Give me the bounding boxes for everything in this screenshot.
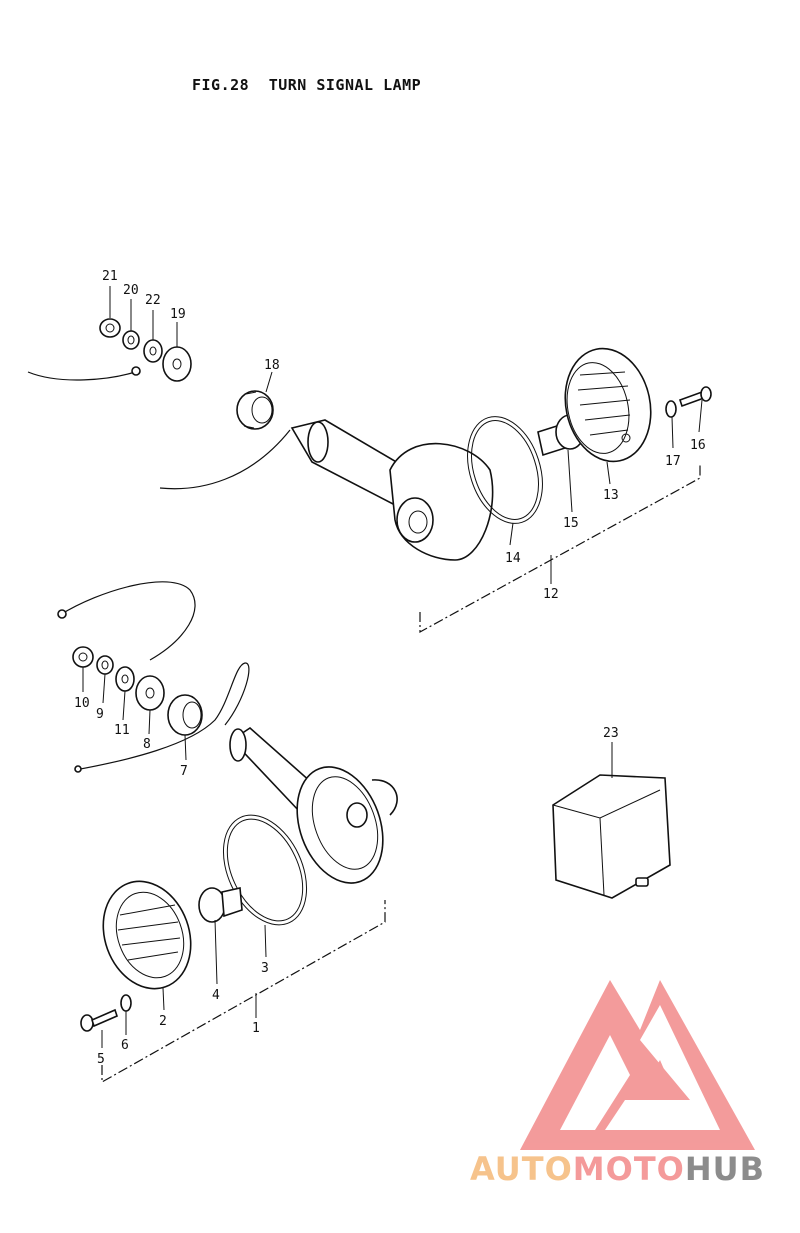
lower-lamp-housing — [229, 726, 398, 884]
figure-name: TURN SIGNAL LAMP — [268, 76, 422, 94]
callout-2: 2 — [159, 1014, 167, 1029]
leader-lines — [82, 286, 703, 1048]
callout-8: 8 — [143, 737, 151, 752]
lower-assembly-bracket — [101, 900, 386, 1084]
callout-3: 3 — [261, 961, 269, 976]
callout-19: 19 — [170, 307, 186, 322]
part-8-washer — [135, 675, 165, 711]
part-19-washer — [162, 346, 192, 382]
callout-12: 12 — [543, 587, 559, 602]
watermark-moto: MOTO — [572, 1150, 685, 1188]
callout-13: 13 — [603, 488, 619, 503]
part-14-gasket — [467, 416, 543, 524]
wire-terminal — [131, 366, 141, 376]
lower-ground-wire — [59, 581, 196, 661]
part-3-gasket — [222, 814, 308, 926]
callout-1: 1 — [252, 1021, 260, 1036]
part-15-bulb — [537, 414, 585, 457]
callout-21: 21 — [102, 269, 118, 284]
watermark-logo-icon — [520, 980, 755, 1150]
callout-6: 6 — [121, 1038, 129, 1053]
callout-18: 18 — [264, 358, 280, 373]
part-23-relay — [552, 774, 671, 899]
part-6-washer — [120, 994, 132, 1012]
callout-15: 15 — [563, 516, 579, 531]
part-17-washer — [665, 400, 677, 418]
part-13-lens — [564, 347, 652, 463]
upper-lamp-wire — [159, 429, 291, 490]
figure-number: FIG.28 — [192, 76, 250, 94]
watermark-text: AUTOMOTOHUB — [470, 1150, 765, 1188]
part-11-washer — [115, 666, 135, 692]
upper-ground-wire — [27, 371, 136, 381]
callout-16: 16 — [690, 438, 706, 453]
part-16-screw — [678, 386, 712, 408]
callout-23: 23 — [603, 726, 619, 741]
part-2-lens — [102, 880, 192, 990]
callout-17: 17 — [665, 454, 681, 469]
wire-terminal-lower — [57, 609, 67, 619]
callout-20: 20 — [123, 283, 139, 298]
callout-5: 5 — [97, 1052, 105, 1067]
lower-lamp-wire — [74, 662, 250, 771]
part-20-lock-washer — [122, 330, 140, 350]
upper-lamp-housing — [290, 419, 494, 561]
callout-11: 11 — [114, 723, 130, 738]
watermark-auto: AUTO — [470, 1150, 573, 1188]
figure-title: FIG.28 TURN SIGNAL LAMP — [192, 76, 431, 94]
callout-4: 4 — [212, 988, 220, 1003]
callout-10: 10 — [74, 696, 90, 711]
part-22-washer — [143, 339, 163, 363]
callout-22: 22 — [145, 293, 161, 308]
lower-lamp-assembly — [57, 581, 398, 1084]
callout-7: 7 — [180, 764, 188, 779]
watermark-hub: HUB — [684, 1150, 766, 1188]
part-21-nut — [99, 318, 121, 338]
wire-end — [74, 765, 82, 773]
part-4-bulb — [198, 887, 243, 923]
part-5-screw — [80, 1008, 118, 1032]
callout-9: 9 — [96, 707, 104, 722]
part-18-grommet — [236, 390, 274, 430]
upper-assembly-bracket — [419, 463, 701, 634]
callout-14: 14 — [505, 551, 521, 566]
part-9-lock-washer — [96, 655, 114, 675]
part-10-nut — [72, 646, 94, 668]
callout-labels: 21 20 22 19 18 14 15 13 17 16 12 10 9 11… — [74, 269, 706, 1067]
part-7-grommet — [167, 694, 203, 736]
